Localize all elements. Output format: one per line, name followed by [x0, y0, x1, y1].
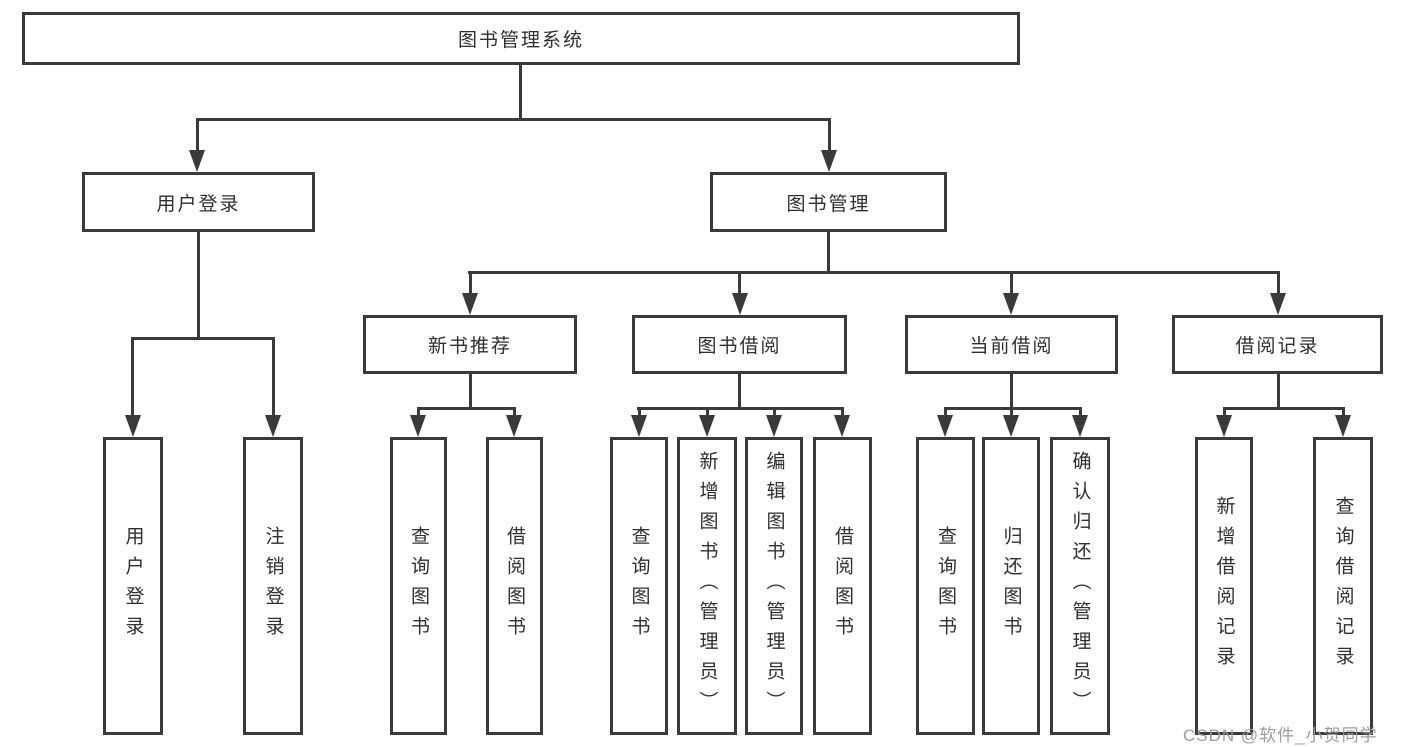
edge-book-borrow-trunk [738, 374, 741, 410]
leaf-query-books-2: 查询图书 [610, 437, 668, 735]
edge-to-borrow-books-1 [513, 407, 516, 417]
leaf-add-books-admin: 新增图书（管理员） [677, 437, 737, 735]
edge-to-new-book-rec [469, 271, 472, 297]
arrowhead-query-record [1335, 415, 1351, 437]
arrowhead-book-borrowing [732, 293, 748, 315]
edge-to-query-books-3 [944, 407, 947, 417]
edge-records-bar [1223, 407, 1345, 410]
arrowhead-return-books [1003, 415, 1019, 437]
arrowhead-query-books-2 [631, 415, 647, 437]
arrowhead-book-mgmt [821, 150, 837, 172]
leaf-return-books: 归还图书 [982, 437, 1040, 735]
edge-to-query-books-2 [638, 407, 641, 417]
edge-root-to-book-mgmt [828, 118, 831, 154]
node-new-book-recommend: 新书推荐 [363, 315, 577, 374]
leaf-edit-books-admin: 编辑图书（管理员） [745, 437, 803, 735]
csdn-watermark: CSDN @软件_小贺同学 [1183, 726, 1378, 745]
arrowhead-current-borrow [1003, 293, 1019, 315]
arrowhead-confirm-return [1072, 415, 1088, 437]
edge-user-login-bar [131, 337, 275, 340]
arrowhead-add-record [1216, 415, 1232, 437]
edge-to-book-borrowing [738, 271, 741, 297]
edge-to-borrow-records [1277, 271, 1280, 297]
edge-to-confirm-return [1079, 407, 1082, 417]
arrowhead-query-books-3 [937, 415, 953, 437]
arrowhead-borrow-books-2 [834, 415, 850, 437]
edge-to-add-record [1223, 407, 1226, 417]
node-book-management-system: 图书管理系统 [22, 12, 1020, 65]
edge-book-mgmt-trunk [827, 232, 830, 274]
leaf-logout: 注销登录 [243, 437, 303, 735]
leaf-user-login: 用户登录 [103, 437, 163, 735]
leaf-query-books-3: 查询图书 [916, 437, 975, 735]
edge-to-edit-books [773, 407, 776, 417]
edge-to-add-books [706, 407, 709, 417]
edge-root-to-user-login [196, 118, 199, 154]
leaf-borrow-books-2: 借阅图书 [813, 437, 872, 735]
edge-user-login-trunk [197, 232, 200, 340]
node-current-borrowing: 当前借阅 [905, 315, 1118, 374]
edge-book-borrow-bar [637, 407, 844, 410]
edge-current-bar [944, 407, 1082, 410]
leaf-query-books-1: 查询图书 [390, 437, 447, 735]
edge-to-current-borrow [1010, 271, 1013, 297]
edge-current-trunk [1010, 374, 1013, 410]
arrowhead-edit-books [766, 415, 782, 437]
edge-to-query-books-1 [417, 407, 420, 417]
edge-to-leaf-logout [272, 337, 275, 420]
arrowhead-borrow-records [1270, 293, 1286, 315]
leaf-confirm-return-admin: 确认归还（管理员） [1050, 437, 1110, 735]
edge-records-trunk [1277, 374, 1280, 410]
arrowhead-new-book-rec [462, 293, 478, 315]
node-borrowing-records: 借阅记录 [1172, 315, 1383, 374]
edge-root-bar [196, 118, 830, 121]
edge-root-trunk [519, 65, 522, 121]
arrowhead-add-books [699, 415, 715, 437]
leaf-add-borrow-record: 新增借阅记录 [1195, 437, 1253, 735]
arrowhead-query-books-1 [410, 415, 426, 437]
node-book-management: 图书管理 [710, 172, 947, 232]
node-book-borrowing: 图书借阅 [632, 315, 847, 374]
edge-to-return-books [1010, 407, 1013, 417]
arrowhead-leaf-logout [265, 415, 281, 437]
leaf-borrow-books-1: 借阅图书 [486, 437, 543, 735]
edge-book-mgmt-bar [468, 271, 1279, 274]
leaf-query-borrow-record: 查询借阅记录 [1313, 437, 1373, 735]
edge-to-borrow-books-2 [841, 407, 844, 417]
node-user-login: 用户登录 [82, 172, 315, 232]
arrowhead-borrow-books-1 [506, 415, 522, 437]
edge-new-book-trunk [469, 374, 472, 410]
edge-new-book-bar [417, 407, 516, 410]
arrowhead-user-login [189, 150, 205, 172]
arrowhead-leaf-user-login [125, 415, 141, 437]
edge-to-leaf-user-login [131, 337, 134, 420]
edge-to-query-record [1342, 407, 1345, 417]
